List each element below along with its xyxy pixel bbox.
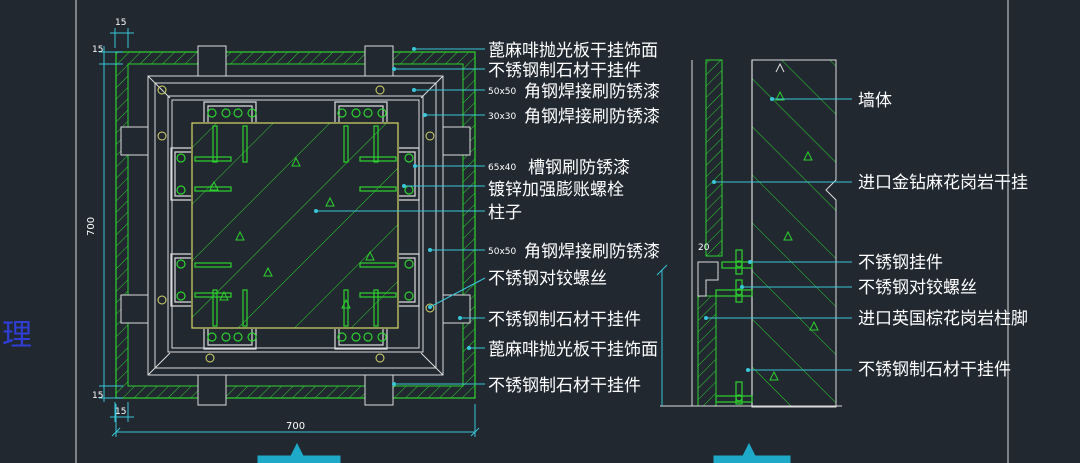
plan-label-5: 槽钢刷防锈漆 (528, 158, 630, 178)
plan-label-11: 蓖麻啡抛光板干挂饰面 (488, 340, 658, 360)
section-label-2: 进口金钻麻花岗岩干挂 (858, 173, 1028, 193)
section-label-6: 不锈钢制石材干挂件 (858, 360, 1011, 380)
plan-label-10: 不锈钢制石材干挂件 (488, 310, 641, 330)
drawing-frame (75, 0, 1009, 463)
plan-label-4-spec: 30x30 (488, 112, 517, 122)
granite-base (697, 295, 717, 407)
bracket-right-bottom (442, 294, 471, 324)
bracket-top-left (197, 45, 227, 77)
plan-label-7: 柱子 (488, 203, 522, 223)
section-label-5: 进口英国棕花岗岩柱脚 (858, 309, 1028, 329)
bracket-left-top (120, 126, 149, 156)
plan-dimensions (99, 28, 480, 437)
angle-steel-frame-50 (147, 75, 444, 376)
plan-label-5-spec: 65x40 (488, 163, 517, 173)
dim-left-gap-top: 15 (92, 45, 103, 55)
dim-height: 700 (86, 217, 97, 236)
plan-section-marker (257, 442, 341, 463)
section-leader-lines (704, 97, 852, 372)
plan-label-1: 蓖麻啡抛光板干挂饰面 (488, 41, 658, 61)
section-label-4: 不锈钢对铰螺丝 (858, 278, 977, 298)
plan-label-8-spec: 50x50 (488, 247, 517, 257)
dim-left-gap-bottom: 15 (92, 391, 103, 401)
hex-nuts (157, 85, 435, 363)
angle-steel-frame-30 (167, 95, 424, 353)
bracket-bottom-right (364, 374, 394, 406)
dim-top-gap: 15 (115, 18, 126, 28)
plan-label-3: 角钢焊接刷防锈漆 (524, 82, 660, 102)
bracket-right-top (442, 126, 471, 156)
section-view-marker (713, 442, 791, 463)
plan-label-9: 不锈钢对铰螺丝 (488, 269, 607, 289)
margin-character: 理 (2, 318, 32, 353)
bracket-top-right (364, 45, 394, 77)
stainless-hangers (715, 249, 753, 405)
section-label-3: 不锈钢挂件 (858, 253, 943, 273)
plan-labels: 蓖麻啡抛光板干挂饰面 不锈钢制石材干挂件 50x50 角钢焊接刷防锈漆 30x3… (488, 41, 660, 396)
granite-cladding (705, 59, 723, 257)
dim-joint: 20 (698, 243, 710, 253)
plan-label-3-spec: 50x50 (488, 87, 517, 97)
dim-bottom-gap: 15 (115, 407, 126, 417)
bracket-left-bottom (120, 294, 149, 324)
bracket-bottom-left (197, 374, 227, 406)
plan-label-2: 不锈钢制石材干挂件 (488, 61, 641, 81)
column-section-view: 20 (656, 59, 852, 463)
plan-label-6: 镀锌加强膨账螺栓 (488, 180, 624, 200)
plan-leader-lines (314, 47, 486, 386)
plan-label-12: 不锈钢制石材干挂件 (488, 376, 641, 396)
section-labels: 墙体 进口金钻麻花岗岩干挂 不锈钢挂件 不锈钢对铰螺丝 进口英国棕花岗岩柱脚 不… (858, 91, 1028, 380)
plan-label-4: 角钢焊接刷防锈漆 (524, 107, 660, 127)
column-plan-view: 15 15 700 15 15 700 (86, 18, 486, 463)
plan-label-8: 角钢焊接刷防锈漆 (524, 242, 660, 262)
dim-width: 700 (286, 421, 305, 432)
wall-body (751, 59, 837, 408)
section-label-1: 墙体 (858, 91, 892, 111)
